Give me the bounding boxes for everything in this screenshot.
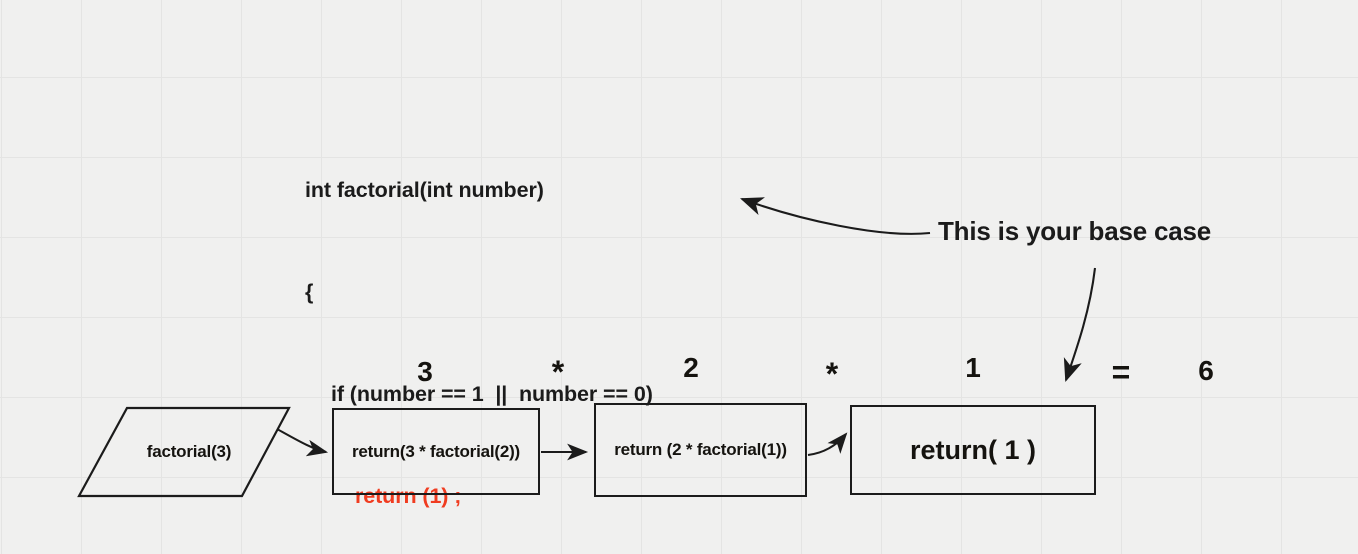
arrow-box2-to-box3 — [807, 432, 848, 457]
base-case-annotation: This is your base case — [938, 216, 1212, 246]
input-node-parallelogram: factorial(3) — [70, 400, 300, 504]
code-line-base-return: return (1) ; — [355, 484, 462, 508]
equation-result-6: 6 — [1198, 355, 1214, 386]
arrow-callout-to-base-box — [1063, 267, 1097, 382]
equation-term-2: 2 — [683, 352, 699, 383]
equation-operator-equals: = — [1111, 354, 1131, 390]
input-node-label: factorial(3) — [146, 442, 232, 461]
code-block: int factorial(int number) { if (number =… — [305, 105, 735, 554]
box1-label: return(3 * factorial(2)) — [351, 441, 521, 461]
call-frame-box-factorial-3: return(3 * factorial(2)) — [332, 408, 540, 495]
input-node-label-wrap: factorial(3) — [70, 400, 300, 504]
code-line-signature: int factorial(int number) — [305, 178, 544, 202]
equation-operator-mul-2: * — [825, 356, 839, 392]
equation-term-3: 3 — [417, 356, 433, 387]
box2-label: return (2 * factorial(1)) — [614, 440, 787, 459]
arrow-code-to-callout — [740, 197, 931, 235]
equation-term-1: 1 — [965, 352, 981, 383]
call-frame-box-base-case: return( 1 ) — [850, 405, 1096, 495]
code-line-if: if (number == 1 || number == 0) — [331, 382, 653, 406]
code-line-open-brace: { — [305, 280, 314, 304]
box3-label: return( 1 ) — [909, 434, 1036, 465]
equation-operator-mul-1: * — [551, 354, 565, 390]
call-frame-box-factorial-2: return (2 * factorial(1)) — [594, 403, 807, 497]
